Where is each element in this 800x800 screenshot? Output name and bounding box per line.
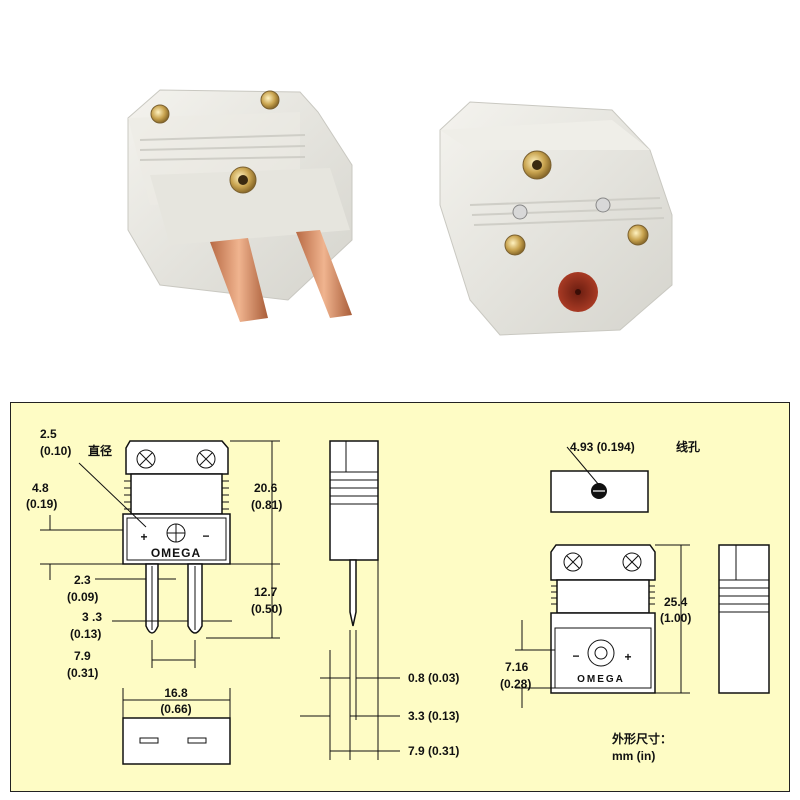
male-pin-diameter-in: (0.10) xyxy=(40,444,71,458)
male-side-view xyxy=(300,440,400,760)
male-side-offset-in: (0.19) xyxy=(26,497,57,511)
male-front-dimensions xyxy=(40,440,280,668)
male-pin-width-in: (0.09) xyxy=(67,590,98,604)
screw-icon xyxy=(563,552,583,572)
female-height-total-mm: 25.4 xyxy=(664,595,688,609)
female-front-view: − + OMEGA xyxy=(515,544,690,708)
male-connector-photo xyxy=(127,89,353,322)
male-omega-logo: OMEGA xyxy=(151,546,201,560)
male-front-view: + − OMEGA xyxy=(122,440,231,634)
female-face-height-mm: 7.16 xyxy=(505,660,529,674)
screw-icon xyxy=(622,552,642,572)
male-side-offset: 3.3 (0.13) xyxy=(408,709,459,723)
male-pin-width-mm: 2.3 xyxy=(74,573,91,587)
male-pin-diameter-mm: 2.5 xyxy=(40,427,57,441)
male-bottom-view xyxy=(122,688,231,765)
female-rear-view xyxy=(550,446,649,513)
female-plus-sign: + xyxy=(624,650,631,664)
female-connector-photo xyxy=(439,101,673,336)
male-minus-sign: − xyxy=(202,529,209,543)
male-pin-length-mm: 12.7 xyxy=(254,585,278,599)
male-pin-pitch-in: (0.31) xyxy=(67,666,98,680)
screw-icon xyxy=(196,449,216,469)
male-pin-gap-in: (0.13) xyxy=(70,627,101,641)
female-side-view xyxy=(718,544,770,694)
female-wire-hole-note: 线孔 xyxy=(676,439,700,454)
male-height-total-in: (0.81) xyxy=(251,498,282,512)
units-note-label: 外形尺寸： xyxy=(612,731,672,746)
female-height-total-in: (1.00) xyxy=(660,611,691,625)
female-face-height-in: (0.28) xyxy=(500,677,531,691)
male-pin-pitch-mm: 7.9 xyxy=(74,649,91,663)
female-omega-logo: OMEGA xyxy=(577,674,625,685)
male-side-offset-mm: 4.8 xyxy=(32,481,49,495)
female-wire-hole-size: 4.93 (0.194) xyxy=(570,440,635,454)
male-pin-gap-mm: 3 .3 xyxy=(82,610,102,624)
male-bottom-width-mm: 16.8 xyxy=(164,686,188,700)
screw-icon xyxy=(136,449,156,469)
male-pin-length-in: (0.50) xyxy=(251,602,282,616)
male-pin-diameter-note: 直径 xyxy=(88,443,112,458)
female-minus-sign: − xyxy=(572,649,579,663)
male-pin-thickness: 0.8 (0.03) xyxy=(408,671,459,685)
male-plus-sign: + xyxy=(140,530,147,544)
units-note-units: mm (in) xyxy=(612,749,655,763)
product-photo xyxy=(0,0,800,395)
male-height-total-mm: 20.6 xyxy=(254,481,278,495)
male-side-depth: 7.9 (0.31) xyxy=(408,744,459,758)
male-bottom-width-in: (0.66) xyxy=(160,702,191,716)
